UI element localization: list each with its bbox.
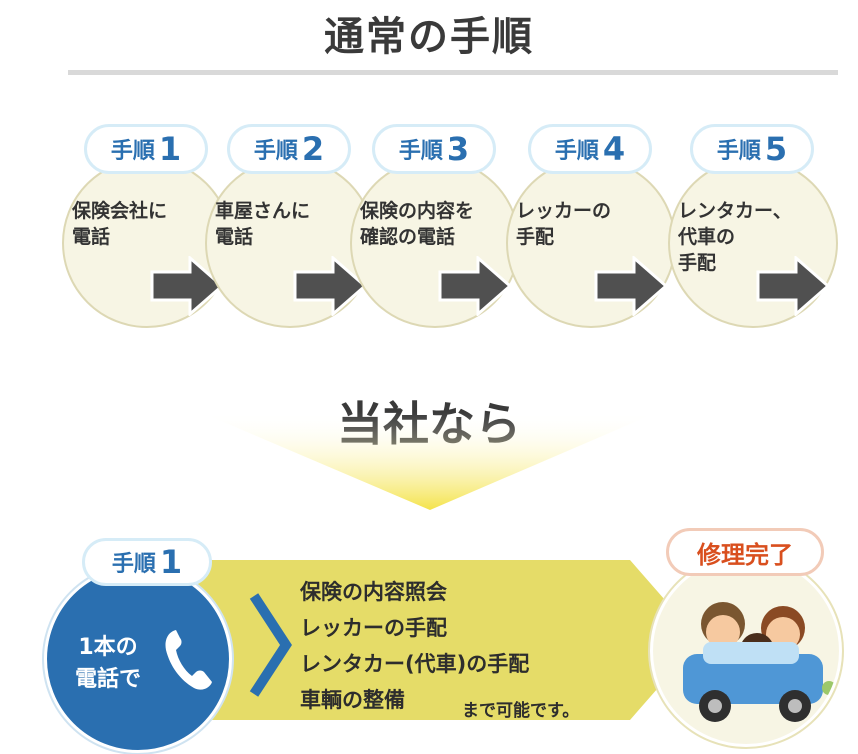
arrow-right-icon (438, 256, 512, 316)
service-item: 車輌の整備 (300, 688, 405, 712)
step-word: 手順 (554, 139, 599, 164)
badge-word: 手順 (111, 552, 156, 577)
company-step-badge: 手順 1 (82, 538, 212, 586)
step-number: 1 (158, 130, 182, 168)
step-text: レッカーの 手配 (516, 200, 612, 248)
step-number: 3 (446, 130, 470, 168)
single-call-label: 1本の 電話で (75, 635, 142, 692)
step-text: 車屋さんに 電話 (215, 200, 311, 248)
title-divider (68, 70, 838, 75)
service-list: 保険の内容照会 レッカーの手配 レンタカー(代車)の手配 車輌の整備 (300, 574, 529, 718)
service-item: レンタカー(代車)の手配 (300, 652, 530, 676)
services-band (180, 560, 700, 720)
step-number: 5 (764, 130, 788, 168)
step-number: 2 (301, 130, 325, 168)
page-title: 通常の手順 (324, 14, 534, 60)
phone-icon (165, 630, 212, 690)
repair-done-circle (650, 555, 842, 747)
step-text: 保険の内容を 確認の電話 (360, 200, 475, 248)
service-item: 保険の内容照会 (300, 580, 447, 604)
arrow-right-icon (756, 256, 830, 316)
arrow-right-icon (293, 256, 367, 316)
badge-number: 1 (159, 543, 183, 581)
service-tail-text: まで可能です。 (462, 701, 580, 721)
service-item: レッカーの手配 (300, 616, 447, 640)
step-word: 手順 (253, 139, 298, 164)
step-word: 手順 (110, 139, 155, 164)
family-car-illustration (683, 602, 836, 722)
arrow-right-icon (594, 256, 668, 316)
repair-done-badge: 修理完了 (666, 528, 824, 576)
chevron-right-icon (249, 593, 292, 697)
step-word: 手順 (398, 139, 443, 164)
single-call-circle: 1本の 電話で (44, 565, 232, 753)
arrow-right-icon (150, 256, 224, 316)
step-text: レンタカー、 代車の 手配 (678, 200, 792, 274)
funnel-arrow (200, 412, 658, 510)
step-text: 保険会社に 電話 (72, 200, 168, 248)
step-number: 4 (602, 130, 626, 168)
step-word: 手順 (716, 139, 761, 164)
